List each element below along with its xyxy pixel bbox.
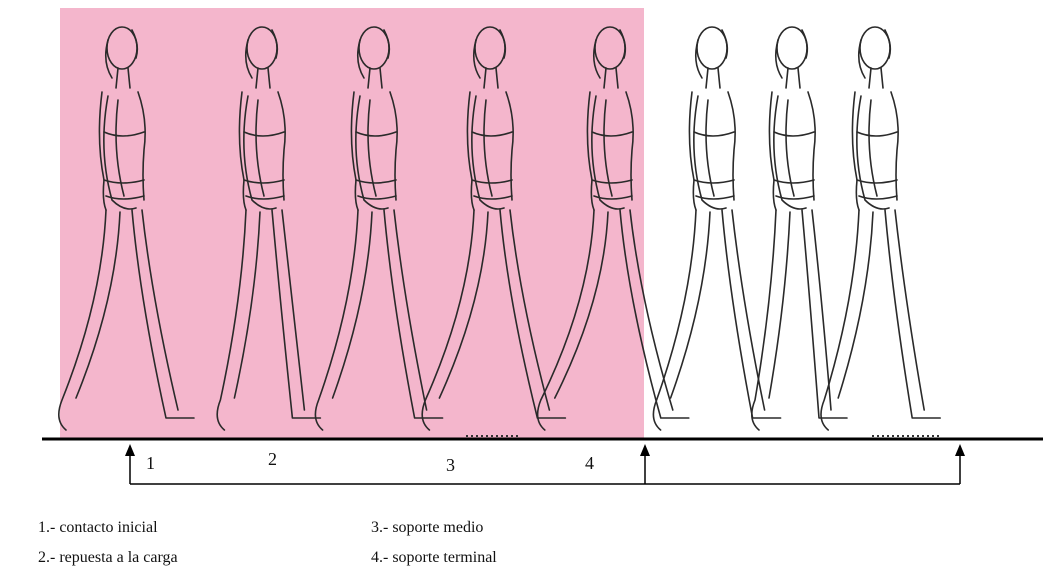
stance-phase-highlight [60,8,644,438]
arrowhead-fin-apoyo [640,444,650,456]
walking-figure-1 [58,26,195,431]
arrowhead-contacto-inicial [125,444,135,456]
legend-item-soporte-terminal: 4.- soporte terminal [371,549,497,566]
legend-item-contacto-inicial: 1.- contacto inicial [38,519,158,536]
walking-figure-4 [421,26,567,431]
walking-figures [58,26,941,431]
phase-number-1: 1 [146,453,155,473]
phase-number-3: 3 [446,455,455,475]
arrowhead-siguiente-contacto [955,444,965,456]
walking-figure-8 [820,26,941,431]
legend-item-repuesta-a-la-carga: 2.- repuesta a la carga [38,549,178,566]
timeline-bracket [129,452,961,485]
walking-figure-6 [652,26,782,431]
walking-figure-3 [314,26,444,431]
timeline-arrowheads [125,444,965,456]
walking-figure-2 [216,26,322,431]
phase-number-2: 2 [268,449,277,469]
walking-figure-5 [536,26,690,431]
phase-number-4: 4 [585,453,594,473]
legend-item-soporte-medio: 3.- soporte medio [371,519,484,536]
